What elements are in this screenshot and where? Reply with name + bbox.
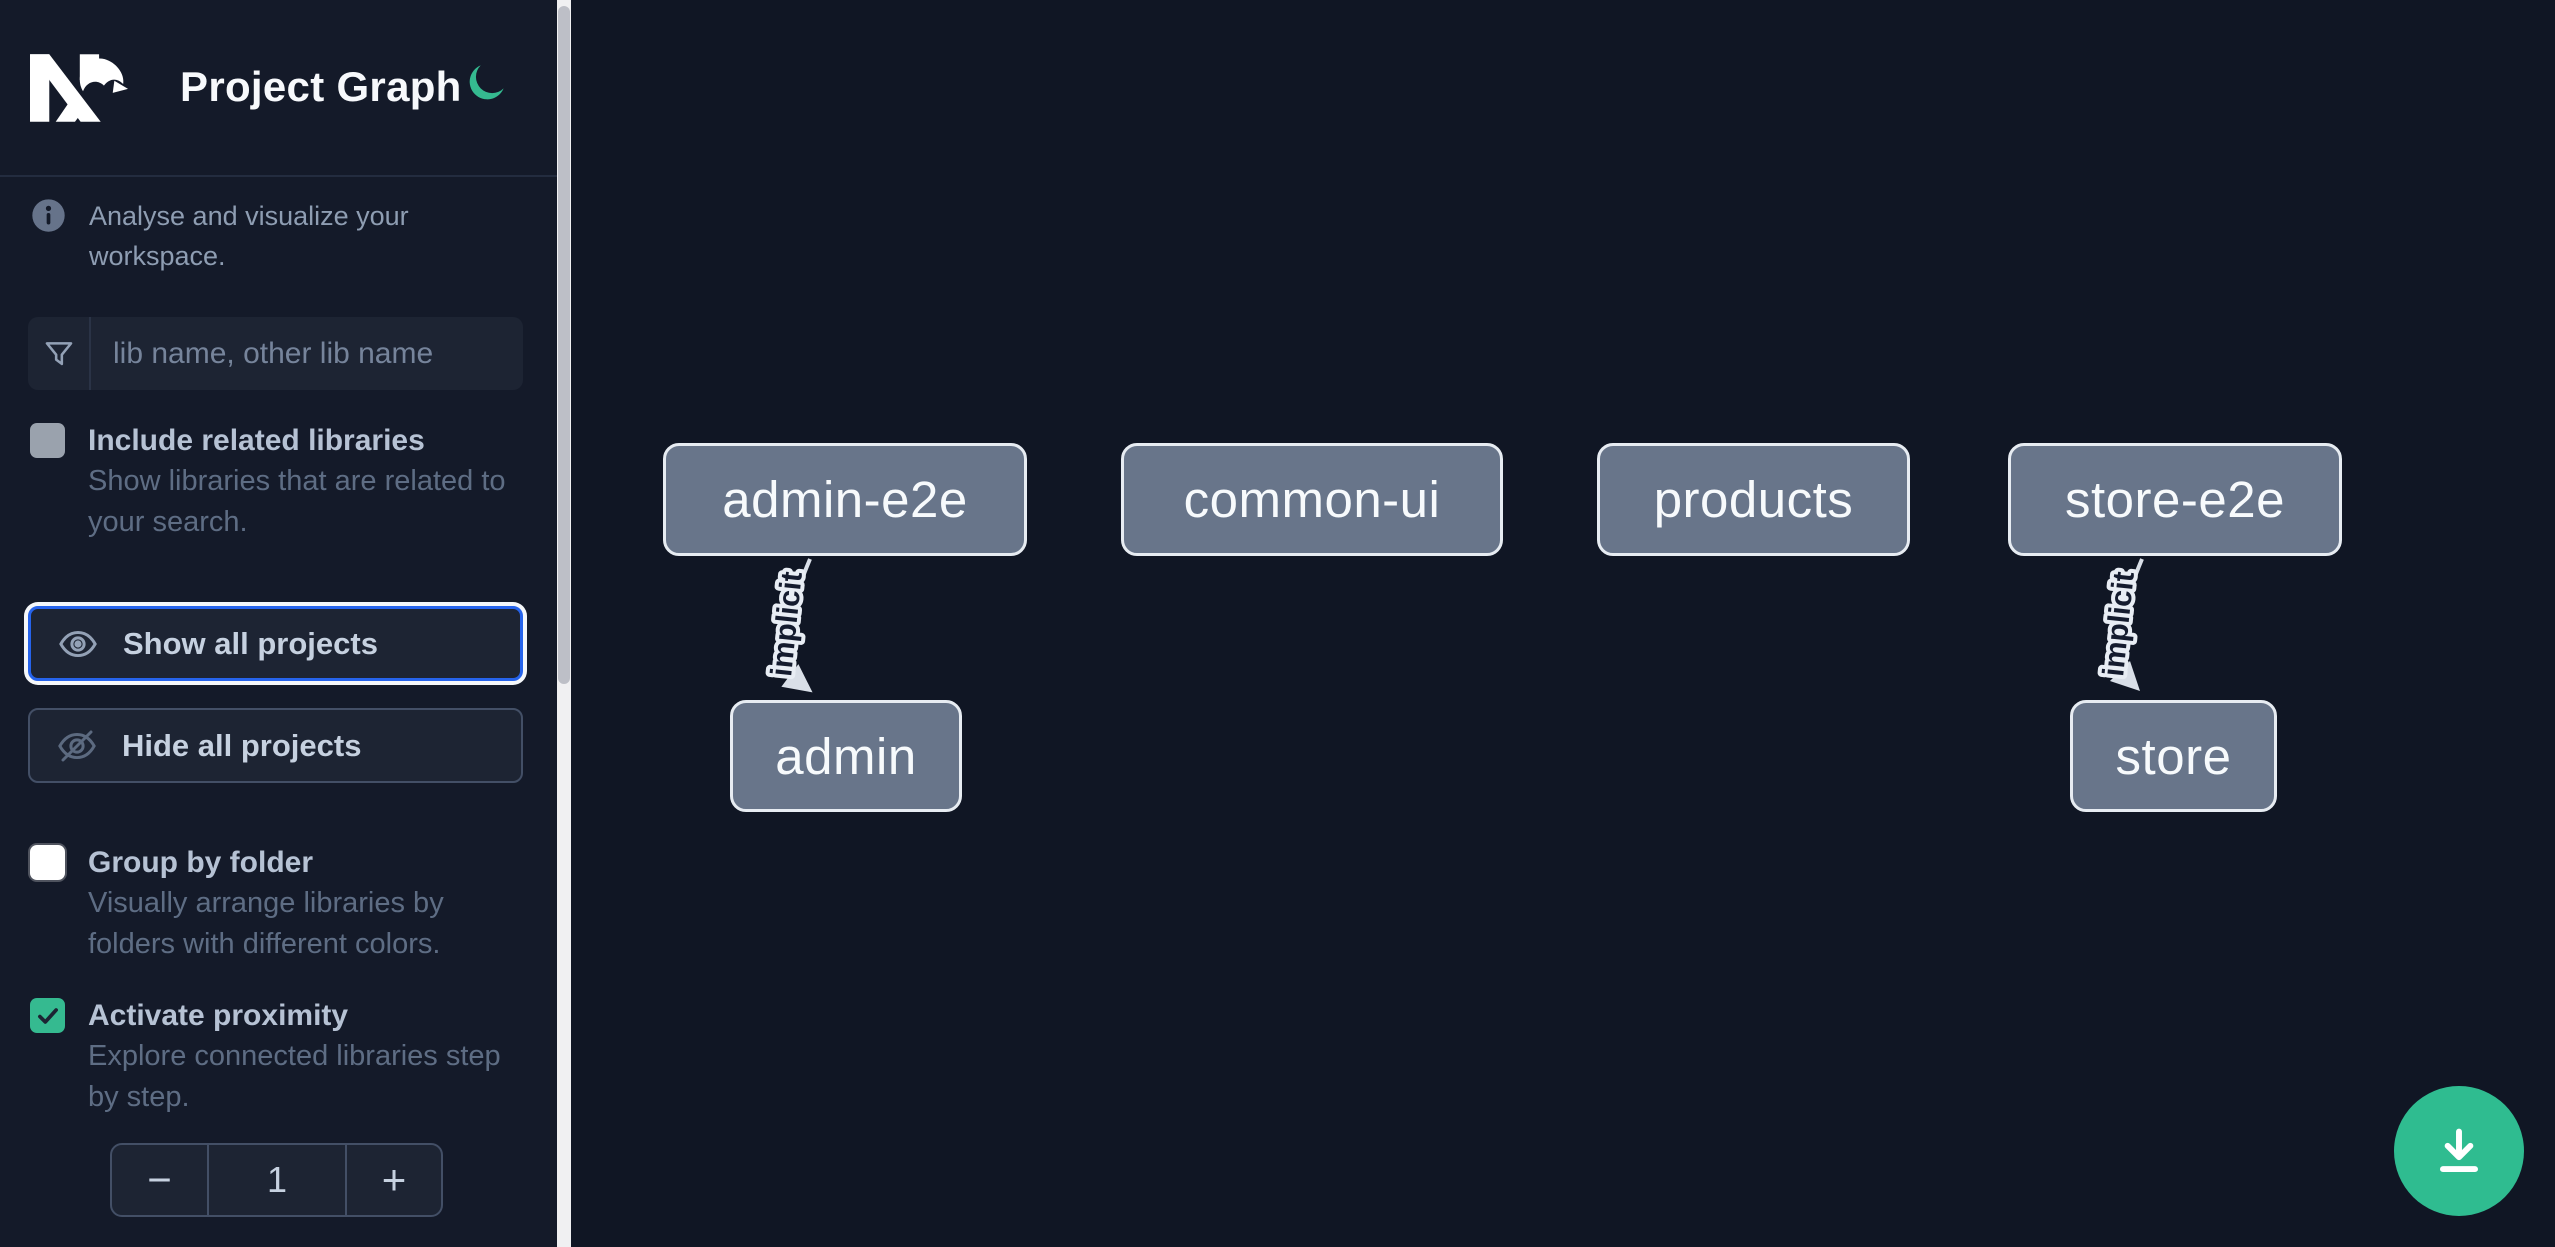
show-all-projects-label: Show all projects [123, 625, 378, 661]
checkbox-label: Activate proximity [88, 999, 349, 1032]
checkbox-description: Show libraries that are related to your … [88, 465, 506, 538]
checkbox-label: Include related libraries [88, 424, 425, 457]
proximity-depth-stepper: − 1 + [110, 1143, 443, 1217]
info-icon [32, 199, 65, 232]
graph-canvas[interactable]: implicit implicit admin-e2e common-ui pr… [571, 0, 2555, 1247]
hide-all-projects-label: Hide all projects [122, 727, 362, 763]
sidebar: Project Graph Analyse and visualize your… [0, 0, 571, 1247]
workspace-info-text: Analyse and visualize your workspace. [89, 201, 409, 271]
edge-label-implicit: implicit [765, 570, 809, 678]
checkbox-description: Visually arrange libraries by folders wi… [88, 887, 444, 960]
increment-button[interactable]: + [347, 1145, 441, 1215]
download-graph-button[interactable] [2394, 1086, 2524, 1216]
checkbox-description: Explore connected libraries step by step… [88, 1040, 501, 1113]
stepper-value: 1 [207, 1145, 347, 1215]
edge-store-e2e-to-store [2109, 558, 2144, 692]
checkmark-icon [37, 1007, 58, 1024]
activate-proximity-checkbox[interactable] [30, 998, 65, 1033]
filter-icon [28, 317, 91, 390]
checkbox-label: Group by folder [88, 846, 313, 879]
search-input[interactable] [91, 317, 523, 390]
node-common-ui[interactable]: common-ui [1121, 443, 1503, 556]
app-title: Project Graph [180, 63, 462, 110]
workspace-info: Analyse and visualize your workspace. [30, 196, 530, 276]
app-header: Project Graph [0, 0, 557, 177]
node-admin-e2e[interactable]: admin-e2e [663, 443, 1027, 556]
node-store[interactable]: store [2070, 700, 2277, 812]
show-all-projects-button[interactable]: Show all projects [28, 606, 523, 681]
group-by-folder-checkbox[interactable] [30, 845, 65, 880]
edge-admin-e2e-to-admin [781, 558, 813, 693]
edge-label-implicit: implicit [2097, 570, 2141, 678]
eye-icon [59, 630, 97, 657]
hide-all-projects-button[interactable]: Hide all projects [28, 708, 523, 783]
nx-logo [30, 54, 128, 122]
node-admin[interactable]: admin [730, 700, 962, 812]
node-products[interactable]: products [1597, 443, 1910, 556]
checkbox-row-group-by-folder: Group by folder Visually arrange librari… [30, 842, 535, 965]
eye-off-icon [58, 730, 96, 761]
include-related-checkbox[interactable] [30, 423, 65, 458]
theme-toggle-button[interactable] [460, 58, 512, 110]
search-box [28, 317, 523, 390]
checkbox-row-activate-proximity: Activate proximity Explore connected lib… [30, 995, 535, 1118]
sidebar-scrollbar-thumb[interactable] [558, 6, 570, 684]
decrement-button[interactable]: − [112, 1145, 207, 1215]
node-store-e2e[interactable]: store-e2e [2008, 443, 2342, 556]
checkbox-row-include-related: Include related libraries Show libraries… [30, 420, 535, 543]
moon-icon [469, 64, 504, 99]
download-icon [2440, 1128, 2478, 1173]
graph-edges: implicit implicit [761, 558, 2145, 693]
